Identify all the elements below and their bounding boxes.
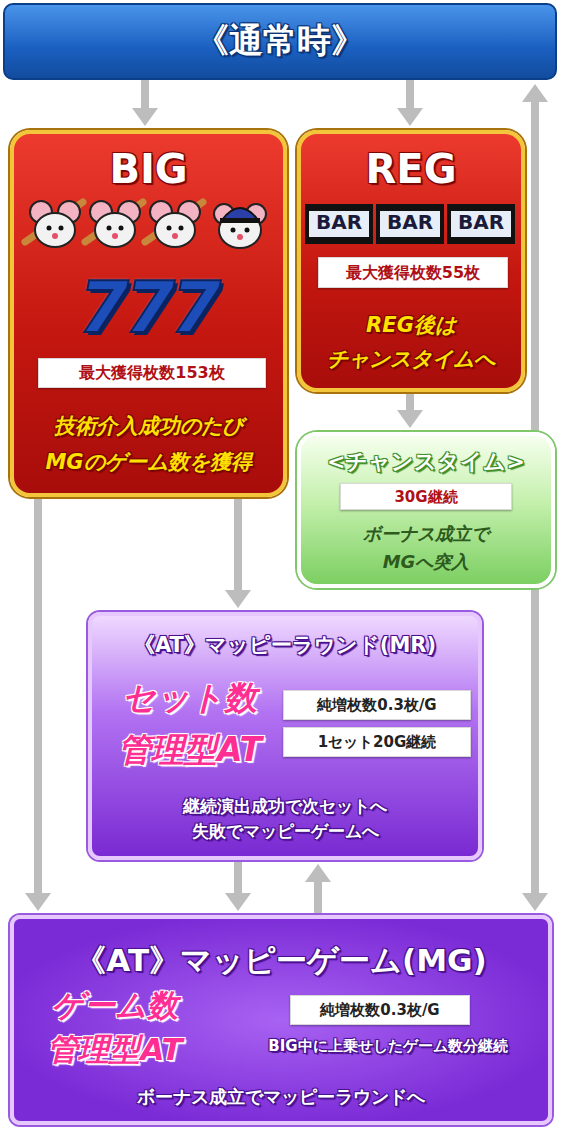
- flow-arrow: [531, 98, 539, 432]
- box-note: 継続演出成功で次セットへ 失敗でマッピーゲームへ: [183, 794, 387, 844]
- box-note: ボーナス成立で MGへ突入: [363, 520, 489, 576]
- tag-text: 純増枚数0.3枚/G: [320, 1001, 439, 1020]
- box-title: 《AT》マッピーラウンド(MR): [134, 632, 436, 658]
- box-note: REG後は チャンスタイムへ: [327, 308, 495, 376]
- tag-text: 1セット20G継続: [318, 733, 437, 752]
- info-tag: 純増枚数0.3枚/G: [283, 690, 471, 720]
- box-title: 《AT》マッピーゲーム(MG): [75, 941, 486, 980]
- box-title: BIG: [109, 144, 187, 194]
- info-tag: 最大獲得枚数153枚: [38, 358, 266, 388]
- tag-text: 30G継続: [394, 487, 457, 506]
- bonus-box: BIG 技術介入成功のたび MGのゲーム数を獲得 最大獲得枚数153枚: [10, 130, 287, 497]
- info-tag: 最大獲得枚数55枚: [318, 257, 508, 288]
- flow-arrow: [314, 878, 322, 915]
- flow-arrow: [234, 860, 242, 897]
- box-title: REG: [366, 144, 457, 194]
- type-badge: ゲーム数 管理型AT: [47, 983, 182, 1071]
- flow-arrow: [141, 80, 149, 112]
- flow-arrow: [531, 588, 539, 897]
- info-tag: 30G継続: [340, 483, 512, 510]
- bonus-box: REG REG後は チャンスタイムへ 最大獲得枚数55枚: [297, 130, 525, 392]
- type-badge: セット数 管理型AT: [118, 672, 262, 776]
- at-box: 《AT》マッピーラウンド(MR) セット数 管理型AT 継続演出成功で次セットへ 失…: [88, 612, 482, 860]
- flow-arrow: [234, 497, 242, 594]
- tag-text: 最大獲得枚数153枚: [79, 363, 224, 383]
- tag-text: 最大獲得枚数55枚: [346, 263, 480, 283]
- box-note: ボーナス成立でマッピーラウンドへ: [137, 1085, 425, 1108]
- tag-text: 純増枚数0.3枚/G: [317, 696, 436, 715]
- info-tag: 純増枚数0.3枚/G: [290, 995, 470, 1025]
- state-title: 《通常時》: [195, 19, 365, 62]
- flow-arrow: [406, 80, 414, 112]
- box-note: 技術介入成功のたび MGのゲーム数を獲得: [45, 408, 251, 480]
- flow-arrow: [406, 392, 414, 414]
- state-band: 《通常時》: [3, 3, 557, 80]
- chance-box: <チャンスタイム> ボーナス成立で MGへ突入 30G継続: [297, 432, 555, 588]
- at-box: 《AT》マッピーゲーム(MG)ゲーム数 管理型AT BIG中に上乗せしたゲーム数分…: [10, 915, 552, 1125]
- box-note: BIG中に上乗せしたゲーム数分継続: [268, 1037, 507, 1056]
- flow-arrow: [34, 497, 42, 897]
- box-title: <チャンスタイム>: [327, 448, 525, 476]
- info-tag: 1セット20G継続: [283, 727, 471, 757]
